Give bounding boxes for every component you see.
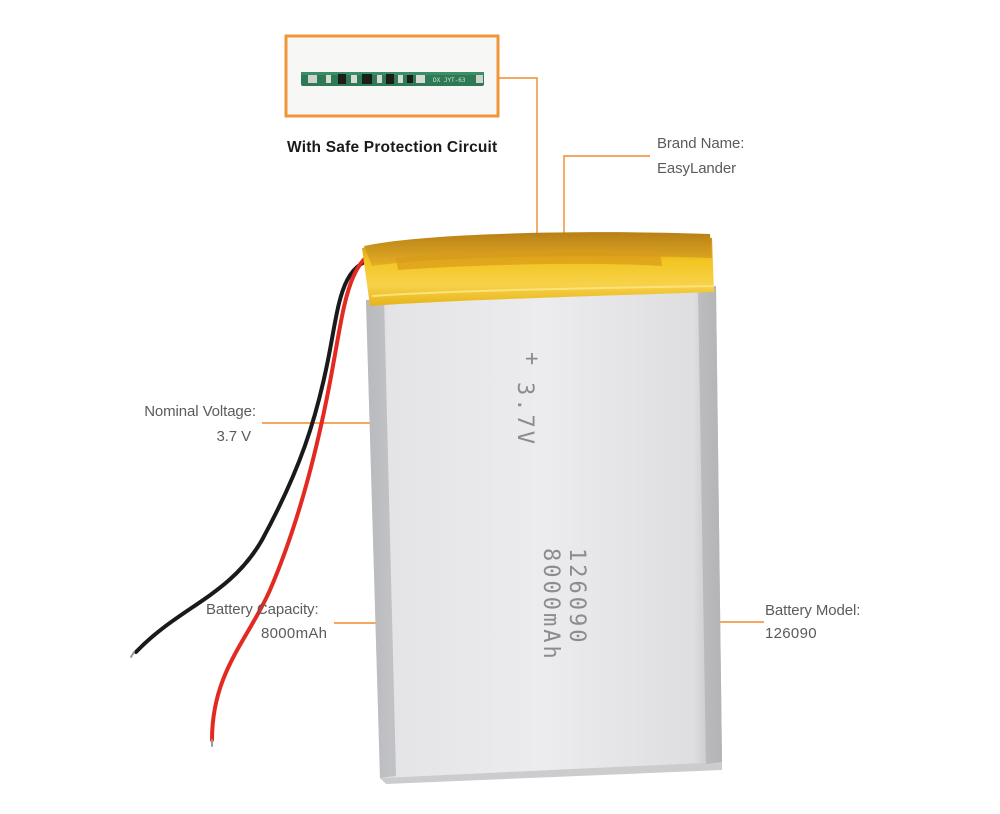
lead-wires xyxy=(130,245,394,747)
voltage-value: 3.7 V xyxy=(216,428,251,445)
print-capacity: 8000mAh xyxy=(538,548,563,662)
battery-cell xyxy=(366,286,722,784)
cell-markings: + 3.7V 8000mAh 126090 xyxy=(512,352,589,662)
polarity-mark: + xyxy=(519,352,544,368)
pcb-marking: DX JYT-63 xyxy=(433,77,466,84)
model-value: 126090 xyxy=(765,625,817,642)
model-title: Battery Model: xyxy=(765,602,861,619)
capacity-value: 8000mAh xyxy=(261,625,328,642)
red-wire xyxy=(210,245,394,742)
print-model: 126090 xyxy=(564,548,589,645)
brand-title: Brand Name: xyxy=(657,135,745,152)
capacity-title: Battery Capacity: xyxy=(206,601,319,618)
kapton-tape xyxy=(362,232,715,306)
print-voltage: 3.7V xyxy=(512,382,537,447)
circuit-caption: With Safe Protection Circuit xyxy=(287,139,498,156)
voltage-title: Nominal Voltage: xyxy=(144,403,256,420)
black-wire xyxy=(134,255,386,654)
brand-value: EasyLander xyxy=(657,160,737,177)
pcb-board: DX JYT-63 xyxy=(301,72,484,86)
